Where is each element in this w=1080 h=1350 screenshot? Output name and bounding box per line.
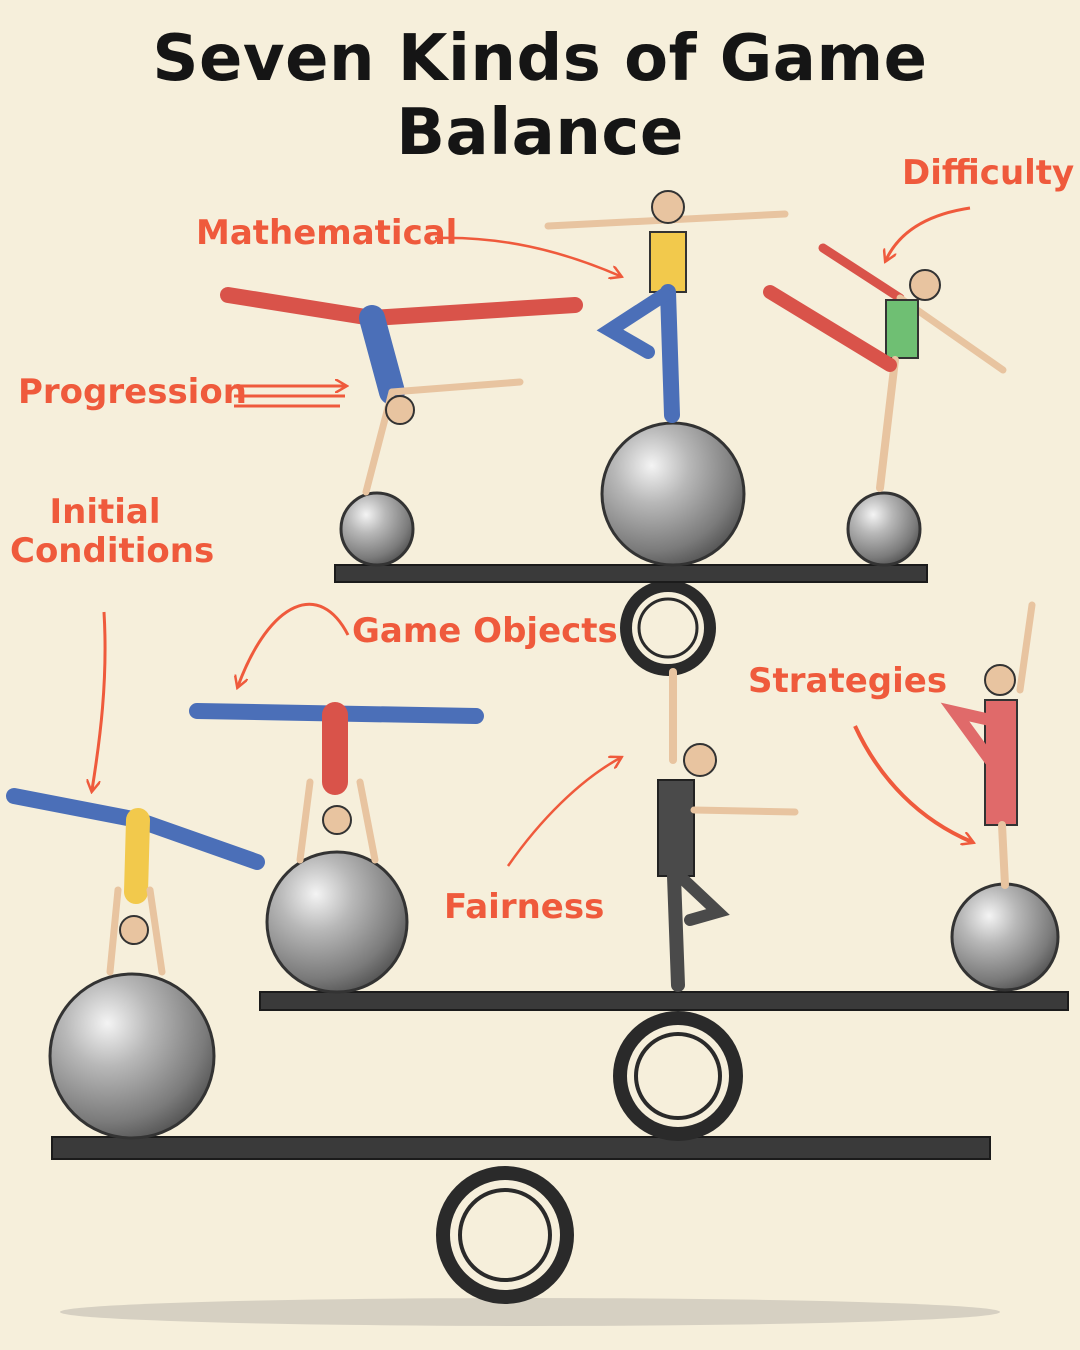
ball-progression: [339, 491, 415, 567]
label-initial-conditions: Initial Conditions: [10, 492, 215, 572]
acrobat-difficulty: [763, 243, 1007, 492]
acrobat-strategies: [940, 601, 1036, 889]
label-initial-line1: Initial: [49, 492, 161, 532]
arrow-fairness: [506, 758, 620, 867]
acrobat-initial-conditions: [6, 788, 265, 976]
ground-shadow: [60, 1298, 1000, 1326]
arrow-mathematical: [434, 236, 620, 276]
label-mathematical: Mathematical: [196, 213, 458, 253]
acrobat-mathematical: [544, 190, 789, 423]
acrobat-game-objects: [189, 702, 484, 864]
acrobat-progression: [220, 287, 583, 496]
arrow-strategies: [853, 725, 972, 842]
bottom-plank: [51, 1136, 991, 1160]
page-title: Seven Kinds of Game Balance: [152, 22, 928, 170]
middle-fulcrum-ring: [613, 1011, 743, 1141]
ball-mathematical: [600, 421, 746, 567]
label-game-objects: Game Objects: [352, 611, 618, 651]
label-strategies: Strategies: [748, 661, 948, 701]
ball-initial-conditions: [48, 972, 216, 1140]
top-fulcrum-ring: [620, 580, 716, 676]
acrobat-fairness: [657, 668, 799, 992]
middle-plank: [259, 991, 1069, 1011]
arrow-difficulty: [886, 206, 971, 260]
ball-game-objects: [265, 850, 409, 994]
label-progression: Progression: [18, 372, 247, 412]
ball-difficulty: [846, 491, 922, 567]
label-initial-line2: Conditions: [10, 531, 215, 572]
top-plank: [334, 564, 928, 583]
label-difficulty: Difficulty: [902, 153, 1075, 193]
bottom-fulcrum-ring: [436, 1166, 574, 1304]
label-fairness: Fairness: [444, 887, 605, 927]
arrow-game-objects: [238, 602, 350, 686]
arrow-initial-conditions: [92, 611, 107, 790]
ball-strategies: [950, 882, 1060, 992]
arrow-progression: [234, 386, 345, 408]
